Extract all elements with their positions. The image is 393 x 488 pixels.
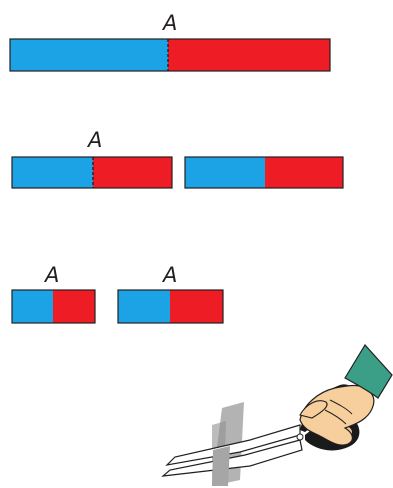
magnet-north-half <box>118 290 170 323</box>
magnet-south-half <box>53 290 95 323</box>
magnet-sheet-front <box>212 446 230 486</box>
finger-line <box>329 399 353 415</box>
scissors-blade-lower <box>161 439 303 477</box>
magnet-south-half <box>170 290 223 323</box>
magnet-piece-left: A <box>11 263 96 324</box>
thumb <box>299 400 328 419</box>
magnet-south-half <box>168 39 330 71</box>
magnet-row-3: A A <box>11 263 224 324</box>
magnet-outline <box>117 289 224 324</box>
magnet-outline <box>184 156 344 189</box>
magnet-north-half <box>12 290 53 323</box>
magnet-piece-right <box>184 156 344 189</box>
point-label: A <box>161 11 177 35</box>
magnet-outline <box>11 156 173 189</box>
magnet-row-2: A <box>11 128 344 189</box>
magnet-row-1: A <box>9 11 331 72</box>
point-label: A <box>43 263 59 287</box>
magnet-north-half <box>12 157 93 188</box>
magnet-piece-right: A <box>117 263 224 324</box>
sleeve <box>344 343 393 399</box>
finger-line <box>324 409 347 425</box>
magnet-outline <box>11 289 96 324</box>
magnet-south-half <box>93 157 172 188</box>
magnet-south-half <box>265 157 343 188</box>
magnet-north-half <box>10 39 168 71</box>
scissors-pivot <box>296 433 304 441</box>
magnet-piece-left: A <box>11 128 173 189</box>
point-label: A <box>161 263 177 287</box>
scissors-hand-icon <box>161 343 393 486</box>
magnet-north-half <box>185 157 265 188</box>
magnet-outline <box>9 38 331 72</box>
point-label: A <box>86 128 102 152</box>
